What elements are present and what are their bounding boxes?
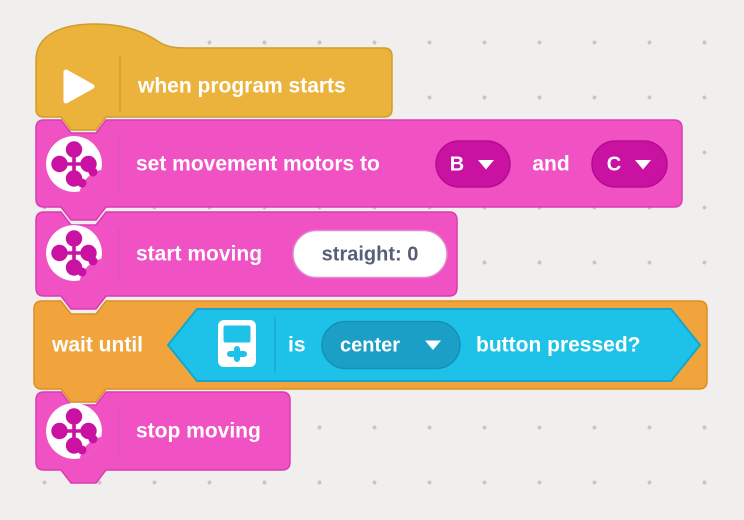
input-value: straight: 0 <box>322 244 419 266</box>
dropdown-button-select[interactable]: center <box>321 320 461 370</box>
block-set-movement-motors[interactable]: set movement motors to B and C <box>35 119 683 227</box>
chevron-down-icon <box>635 160 651 170</box>
stack-block-body[interactable] <box>35 119 683 221</box>
block-start-moving[interactable]: start moving straight: 0 <box>35 211 458 316</box>
conjunction-label: and <box>532 153 569 176</box>
dropdown-pill[interactable] <box>591 140 668 188</box>
chevron-down-icon <box>425 340 441 350</box>
block-label: wait until <box>51 334 143 357</box>
dropdown-value: B <box>450 154 464 176</box>
boolean-button-pressed[interactable]: is center button pressed? <box>167 308 701 382</box>
block-label: stop moving <box>136 420 261 443</box>
block-wait-until[interactable]: wait until is center button pressed? <box>33 300 708 403</box>
dropdown-motor-b[interactable]: B <box>435 140 511 188</box>
chevron-down-icon <box>478 160 494 170</box>
hub-center-button <box>227 346 247 362</box>
hat-block-body[interactable] <box>35 23 393 131</box>
dropdown-value: center <box>340 335 400 357</box>
block-when-program-starts[interactable]: when program starts <box>35 23 393 131</box>
hub-icon <box>218 320 256 367</box>
dropdown-value: C <box>607 154 621 176</box>
dropdown-motor-c[interactable]: C <box>591 140 668 188</box>
input-direction-speed[interactable]: straight: 0 <box>292 229 448 279</box>
hub-screen <box>223 325 251 343</box>
block-stop-moving[interactable]: stop moving <box>35 391 291 494</box>
input-pill[interactable] <box>292 229 448 279</box>
condition-suffix: button pressed? <box>476 334 641 357</box>
play-icon <box>63 69 95 104</box>
block-label: when program starts <box>137 75 346 98</box>
dropdown-pill[interactable] <box>321 320 461 370</box>
condition-prefix: is <box>288 334 306 357</box>
dropdown-pill[interactable] <box>435 140 511 188</box>
block-label: set movement motors to <box>136 153 380 176</box>
stack-block-body[interactable] <box>35 391 291 484</box>
block-label: start moving <box>136 243 262 266</box>
